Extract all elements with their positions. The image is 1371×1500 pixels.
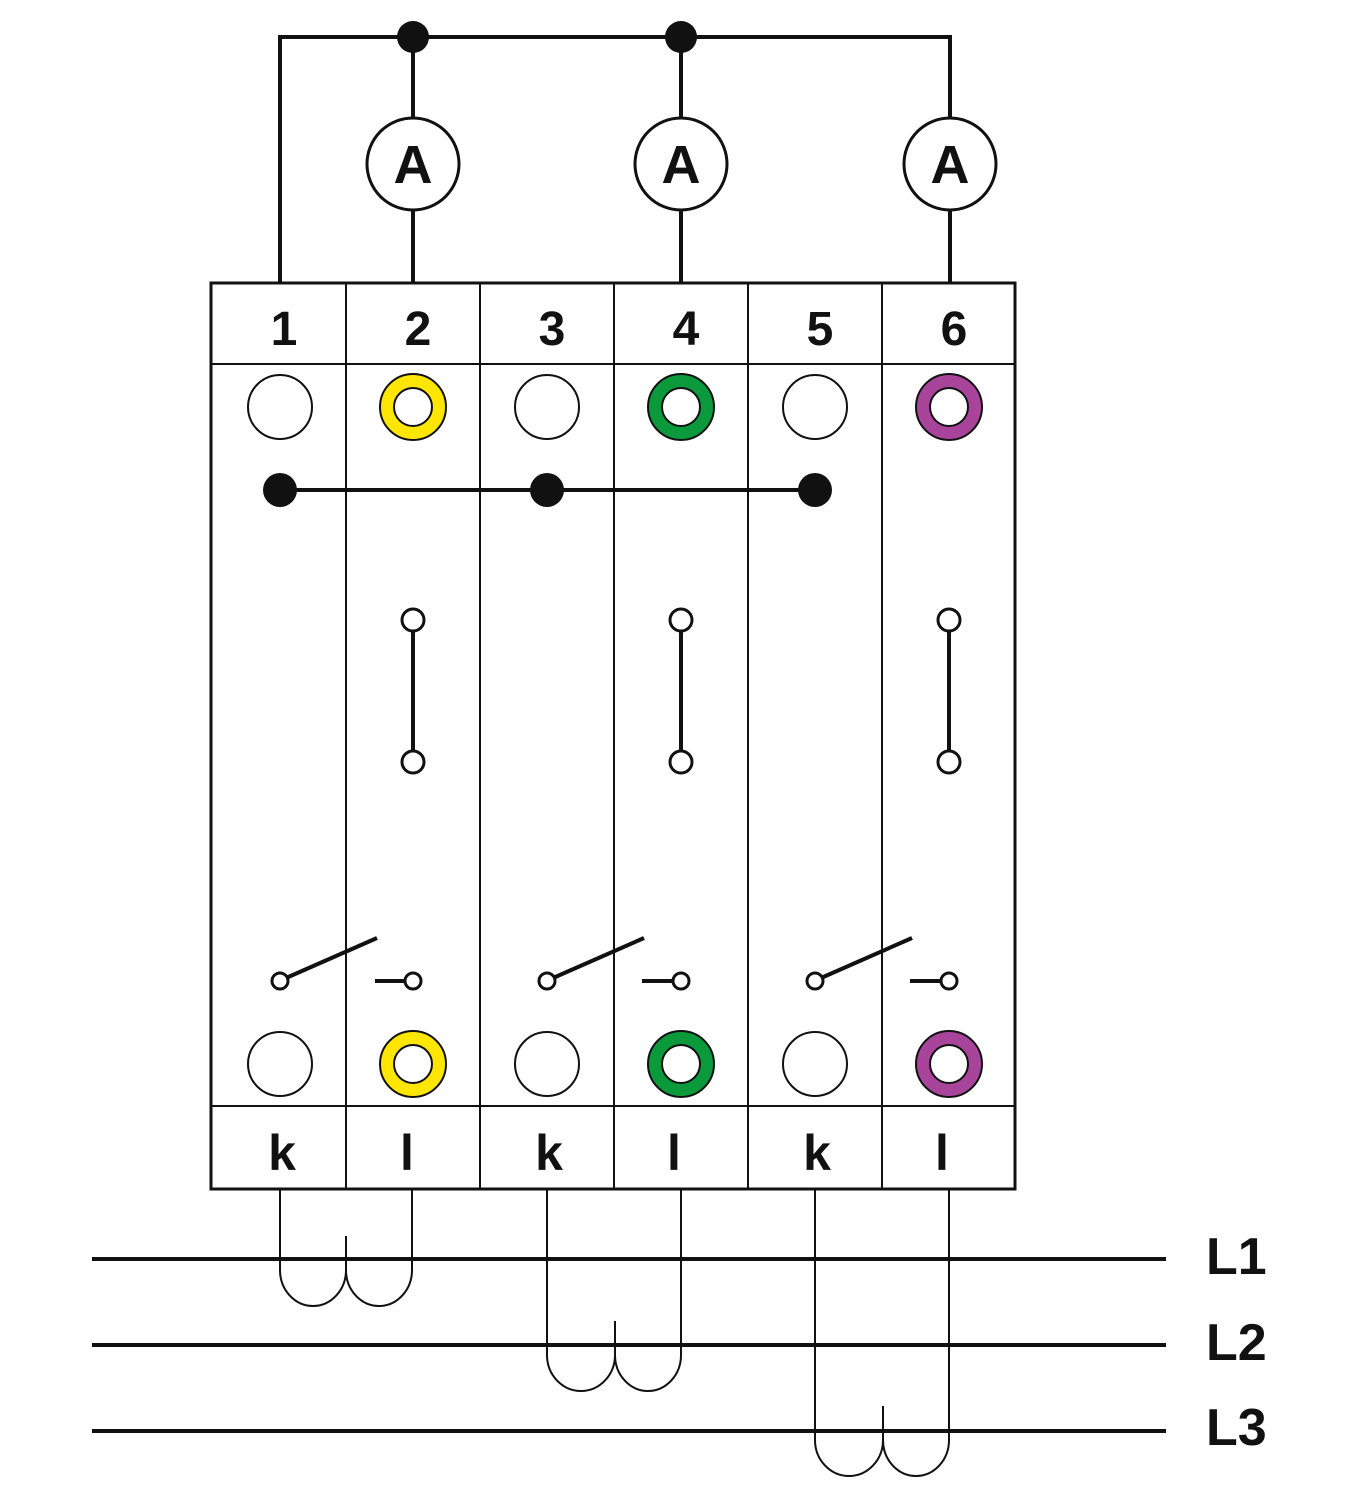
phase-label-l1: L1 [1206, 1228, 1267, 1286]
shorting-switch-2 [537, 936, 691, 991]
ammeter-1: A [365, 116, 461, 212]
ring-terminal-bottom [647, 1030, 715, 1098]
ring-terminal-bottom [379, 1030, 447, 1098]
bottom-label-l: l [667, 1125, 681, 1181]
screw-terminal-top [247, 374, 313, 440]
current-transformers [279, 1189, 950, 1477]
terminal-number-6: 6 [941, 303, 968, 356]
screw-terminal-bottom [514, 1031, 580, 1097]
shorting-switch-3 [805, 936, 959, 991]
screw-terminal-top [782, 374, 848, 440]
screw-terminal-bottom [247, 1031, 313, 1097]
current-transformer-3 [814, 1189, 950, 1477]
terminal-number-2: 2 [405, 303, 432, 356]
bottom-label-k: k [803, 1125, 831, 1181]
ring-terminal-bottom [915, 1030, 983, 1098]
ammeter-3-symbol: A [931, 135, 970, 195]
shorting-switch-1 [270, 936, 423, 991]
terminal-number-5: 5 [807, 303, 834, 356]
current-transformer-2 [546, 1189, 682, 1392]
current-transformer-1 [279, 1189, 413, 1307]
terminal-number-1: 1 [271, 303, 298, 356]
bottom-label-k: k [268, 1125, 296, 1181]
phase-label-l2: L2 [1206, 1314, 1267, 1372]
bottom-label-k: k [535, 1125, 563, 1181]
ammeter-2: A [633, 116, 729, 212]
junction-dot [397, 21, 429, 53]
bottom-label-l: l [400, 1125, 414, 1181]
junction-dot [665, 21, 697, 53]
ring-terminal-top [379, 373, 447, 441]
disconnect-link-6 [936, 607, 962, 775]
disconnect-link-4 [668, 607, 694, 775]
terminal-number-4: 4 [673, 303, 700, 356]
terminal-number-3: 3 [539, 303, 566, 356]
ammeter-2-symbol: A [662, 135, 701, 195]
bridge-jumper [263, 473, 832, 507]
ammeter-1-symbol: A [394, 135, 433, 195]
terminal-block: 1 2 3 4 5 6 [209, 281, 1017, 1191]
phase-label-l3: L3 [1206, 1399, 1267, 1457]
screw-terminal-bottom [782, 1031, 848, 1097]
ring-terminal-top [647, 373, 715, 441]
ammeter-3: A [902, 116, 998, 212]
phase-lines: L1 L2 L3 [92, 1228, 1267, 1457]
disconnect-link-2 [400, 607, 426, 775]
ring-terminal-top [915, 373, 983, 441]
screw-terminal-top [514, 374, 580, 440]
bottom-label-l: l [935, 1125, 949, 1181]
ammeter-circuit: A A A [278, 21, 998, 285]
